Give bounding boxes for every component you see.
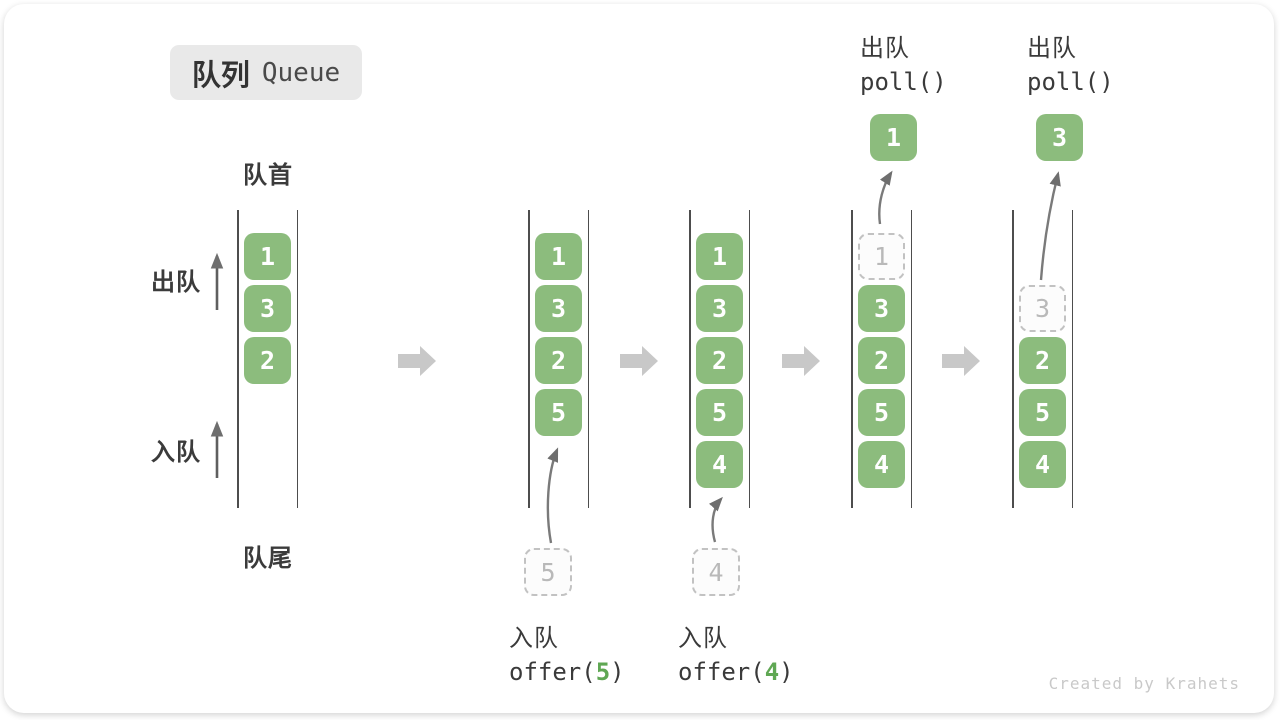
queue-state-5: 3 2 5 4 — [1012, 210, 1073, 508]
queue-block: 3 — [535, 285, 582, 332]
queue-block: 1 — [244, 233, 291, 280]
label-queue-rear: 队尾 — [243, 545, 293, 572]
outgoing-element-block: 3 — [1036, 114, 1083, 161]
queue-block: 2 — [535, 337, 582, 384]
title-badge: 队列 Queue — [170, 45, 362, 100]
label-queue-front: 队首 — [243, 162, 293, 189]
title-cn: 队列 — [191, 59, 250, 92]
label-enqueue: 入队 — [151, 439, 201, 466]
queue-block: 2 — [858, 337, 905, 384]
op-fn: offer( — [678, 658, 765, 686]
op-fn-close: ) — [779, 658, 794, 686]
queue-wall-right — [910, 210, 912, 508]
queue-block: 2 — [696, 337, 743, 384]
op-label: 入队 — [509, 625, 559, 652]
op-fn-close: ) — [610, 658, 625, 686]
queue-state-4: 1 3 2 5 4 — [851, 210, 912, 508]
op-code: offer(5) — [509, 658, 625, 686]
label-dequeue: 出队 — [151, 269, 201, 296]
dequeue-op-caption: 出队 poll() — [860, 28, 947, 96]
queue-block: 3 — [244, 285, 291, 332]
op-code: offer(4) — [678, 658, 794, 686]
queue-wall-right — [1071, 210, 1073, 508]
queue-wall-right — [296, 210, 298, 508]
enqueue-op-caption: 入队 offer(5) — [509, 618, 625, 686]
queue-state-3: 1 3 2 5 4 — [689, 210, 750, 508]
ghost-block: 3 — [1019, 285, 1066, 332]
queue-block: 4 — [1019, 441, 1066, 488]
incoming-element-box: 4 — [692, 548, 740, 596]
queue-wall-left — [237, 210, 239, 508]
incoming-element-box: 5 — [524, 548, 572, 596]
queue-wall-left — [1012, 210, 1014, 508]
queue-block: 2 — [1019, 337, 1066, 384]
queue-block: 4 — [696, 441, 743, 488]
title-en: Queue — [261, 57, 341, 88]
queue-block: 5 — [858, 389, 905, 436]
queue-wall-right — [587, 210, 589, 508]
queue-block: 5 — [1019, 389, 1066, 436]
queue-wall-left — [851, 210, 853, 508]
op-arg: 5 — [595, 658, 611, 686]
watermark: Created by Krahets — [1048, 674, 1240, 693]
queue-block: 4 — [858, 441, 905, 488]
op-arg: 4 — [764, 658, 780, 686]
queue-block: 2 — [244, 337, 291, 384]
queue-block: 1 — [696, 233, 743, 280]
queue-state-2: 1 3 2 5 — [528, 210, 589, 508]
queue-block: 5 — [696, 389, 743, 436]
queue-block: 1 — [535, 233, 582, 280]
op-code: poll() — [1027, 68, 1114, 96]
dequeue-op-caption: 出队 poll() — [1027, 28, 1114, 96]
op-fn: offer( — [509, 658, 596, 686]
queue-state-1: 1 3 2 — [237, 210, 298, 508]
op-label: 出队 — [1027, 35, 1077, 62]
queue-block: 3 — [858, 285, 905, 332]
diagram-card — [4, 4, 1274, 713]
op-label: 入队 — [678, 625, 728, 652]
queue-block: 3 — [696, 285, 743, 332]
queue-wall-left — [689, 210, 691, 508]
queue-wall-right — [748, 210, 750, 508]
queue-wall-left — [528, 210, 530, 508]
enqueue-op-caption: 入队 offer(4) — [678, 618, 794, 686]
queue-block: 5 — [535, 389, 582, 436]
ghost-block: 1 — [858, 233, 905, 280]
op-label: 出队 — [860, 35, 910, 62]
op-code: poll() — [860, 68, 947, 96]
outgoing-element-block: 1 — [870, 114, 917, 161]
